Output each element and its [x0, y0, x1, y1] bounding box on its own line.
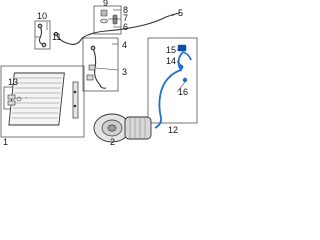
- service-valve-cap-icon: [100, 9, 118, 25]
- bolt-icon: [7, 94, 22, 106]
- callout-labels: 1 2 3 4 5 6 7 8 9 10 11 12 13 14 15 16: [3, 0, 188, 147]
- pressure-switch-icon: [177, 44, 187, 52]
- clamp-icon: [86, 64, 96, 81]
- callout-13: 13: [8, 77, 18, 87]
- callout-9: 9: [103, 0, 108, 8]
- box-suction-hose-group: [34, 20, 51, 50]
- callout-8: 8: [123, 5, 128, 15]
- ac-line-upper: [53, 12, 181, 45]
- callout-14: 14: [166, 56, 176, 66]
- callout-5: 5: [178, 8, 183, 18]
- condenser-icon: [8, 72, 79, 126]
- callout-7: 7: [123, 13, 128, 23]
- callout-4: 4: [122, 40, 127, 50]
- compressor-icon: [93, 113, 152, 143]
- box-caps-group: [93, 5, 122, 35]
- liquid-line-icon: [154, 51, 192, 129]
- o-ring-icon: [178, 64, 188, 83]
- callout-6: 6: [123, 22, 128, 32]
- callout-12: 12: [168, 125, 178, 135]
- callout-3: 3: [122, 67, 127, 77]
- callout-11: 11: [52, 32, 61, 42]
- box-condenser-group: [0, 65, 85, 138]
- parts-diagram: 1 2 3 4 5 6 7 8 9 10 11 12 13 14 15 16: [0, 0, 198, 147]
- callout-16: 16: [178, 87, 188, 97]
- box-discharge-line-group: [82, 37, 119, 92]
- ac-hose-icon: [37, 23, 47, 48]
- callout-2: 2: [110, 137, 115, 147]
- leader-lines: [25, 9, 186, 98]
- box-liquid-line-group: [147, 37, 198, 124]
- callout-10: 10: [37, 11, 47, 21]
- frame-boxes: [0, 5, 198, 138]
- callout-1: 1: [3, 137, 8, 147]
- callout-15: 15: [166, 45, 176, 55]
